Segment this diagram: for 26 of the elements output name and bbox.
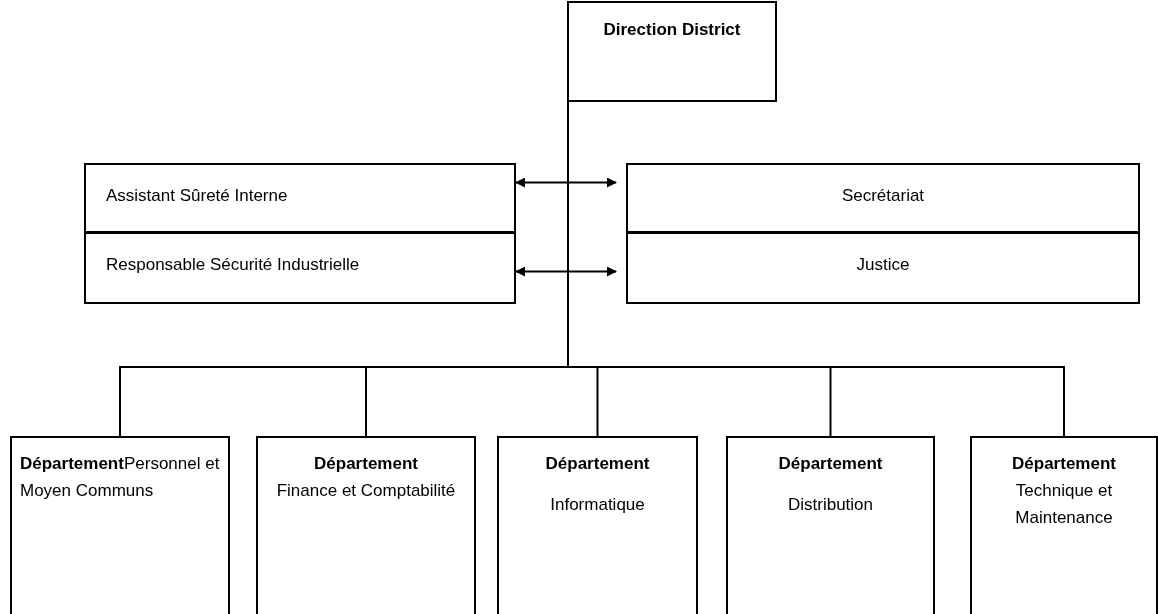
double-arrow [515, 266, 617, 277]
department-name: Finance et Comptabilité [276, 480, 456, 503]
service-box [626, 232, 1140, 304]
department-name: Technique et Maintenance [1014, 480, 1114, 530]
department-title: Département [314, 453, 418, 475]
department-name: Informatique [550, 494, 645, 517]
department-name: Distribution [787, 494, 873, 517]
department-title: Département [1012, 453, 1116, 475]
box-label: Responsable Sécurité Industrielle [106, 254, 360, 276]
department-box [497, 436, 698, 614]
department-box [256, 436, 476, 614]
department-box [10, 436, 230, 614]
department-title: Département [778, 453, 883, 475]
box-label: Assistant Sûreté Interne [106, 185, 288, 207]
department-name: DépartementPersonnel et Moyen Communs [20, 453, 220, 503]
service-box [626, 163, 1140, 233]
department-title: Département [545, 453, 650, 475]
box-label: Secrétariat [841, 185, 925, 207]
box-label: Justice [856, 254, 910, 276]
service-box [84, 232, 516, 304]
box-label: Direction District [603, 19, 741, 41]
service-box [84, 163, 516, 233]
double-arrow [515, 177, 617, 188]
department-box [970, 436, 1158, 614]
director-box [567, 1, 777, 102]
department-box [726, 436, 935, 614]
